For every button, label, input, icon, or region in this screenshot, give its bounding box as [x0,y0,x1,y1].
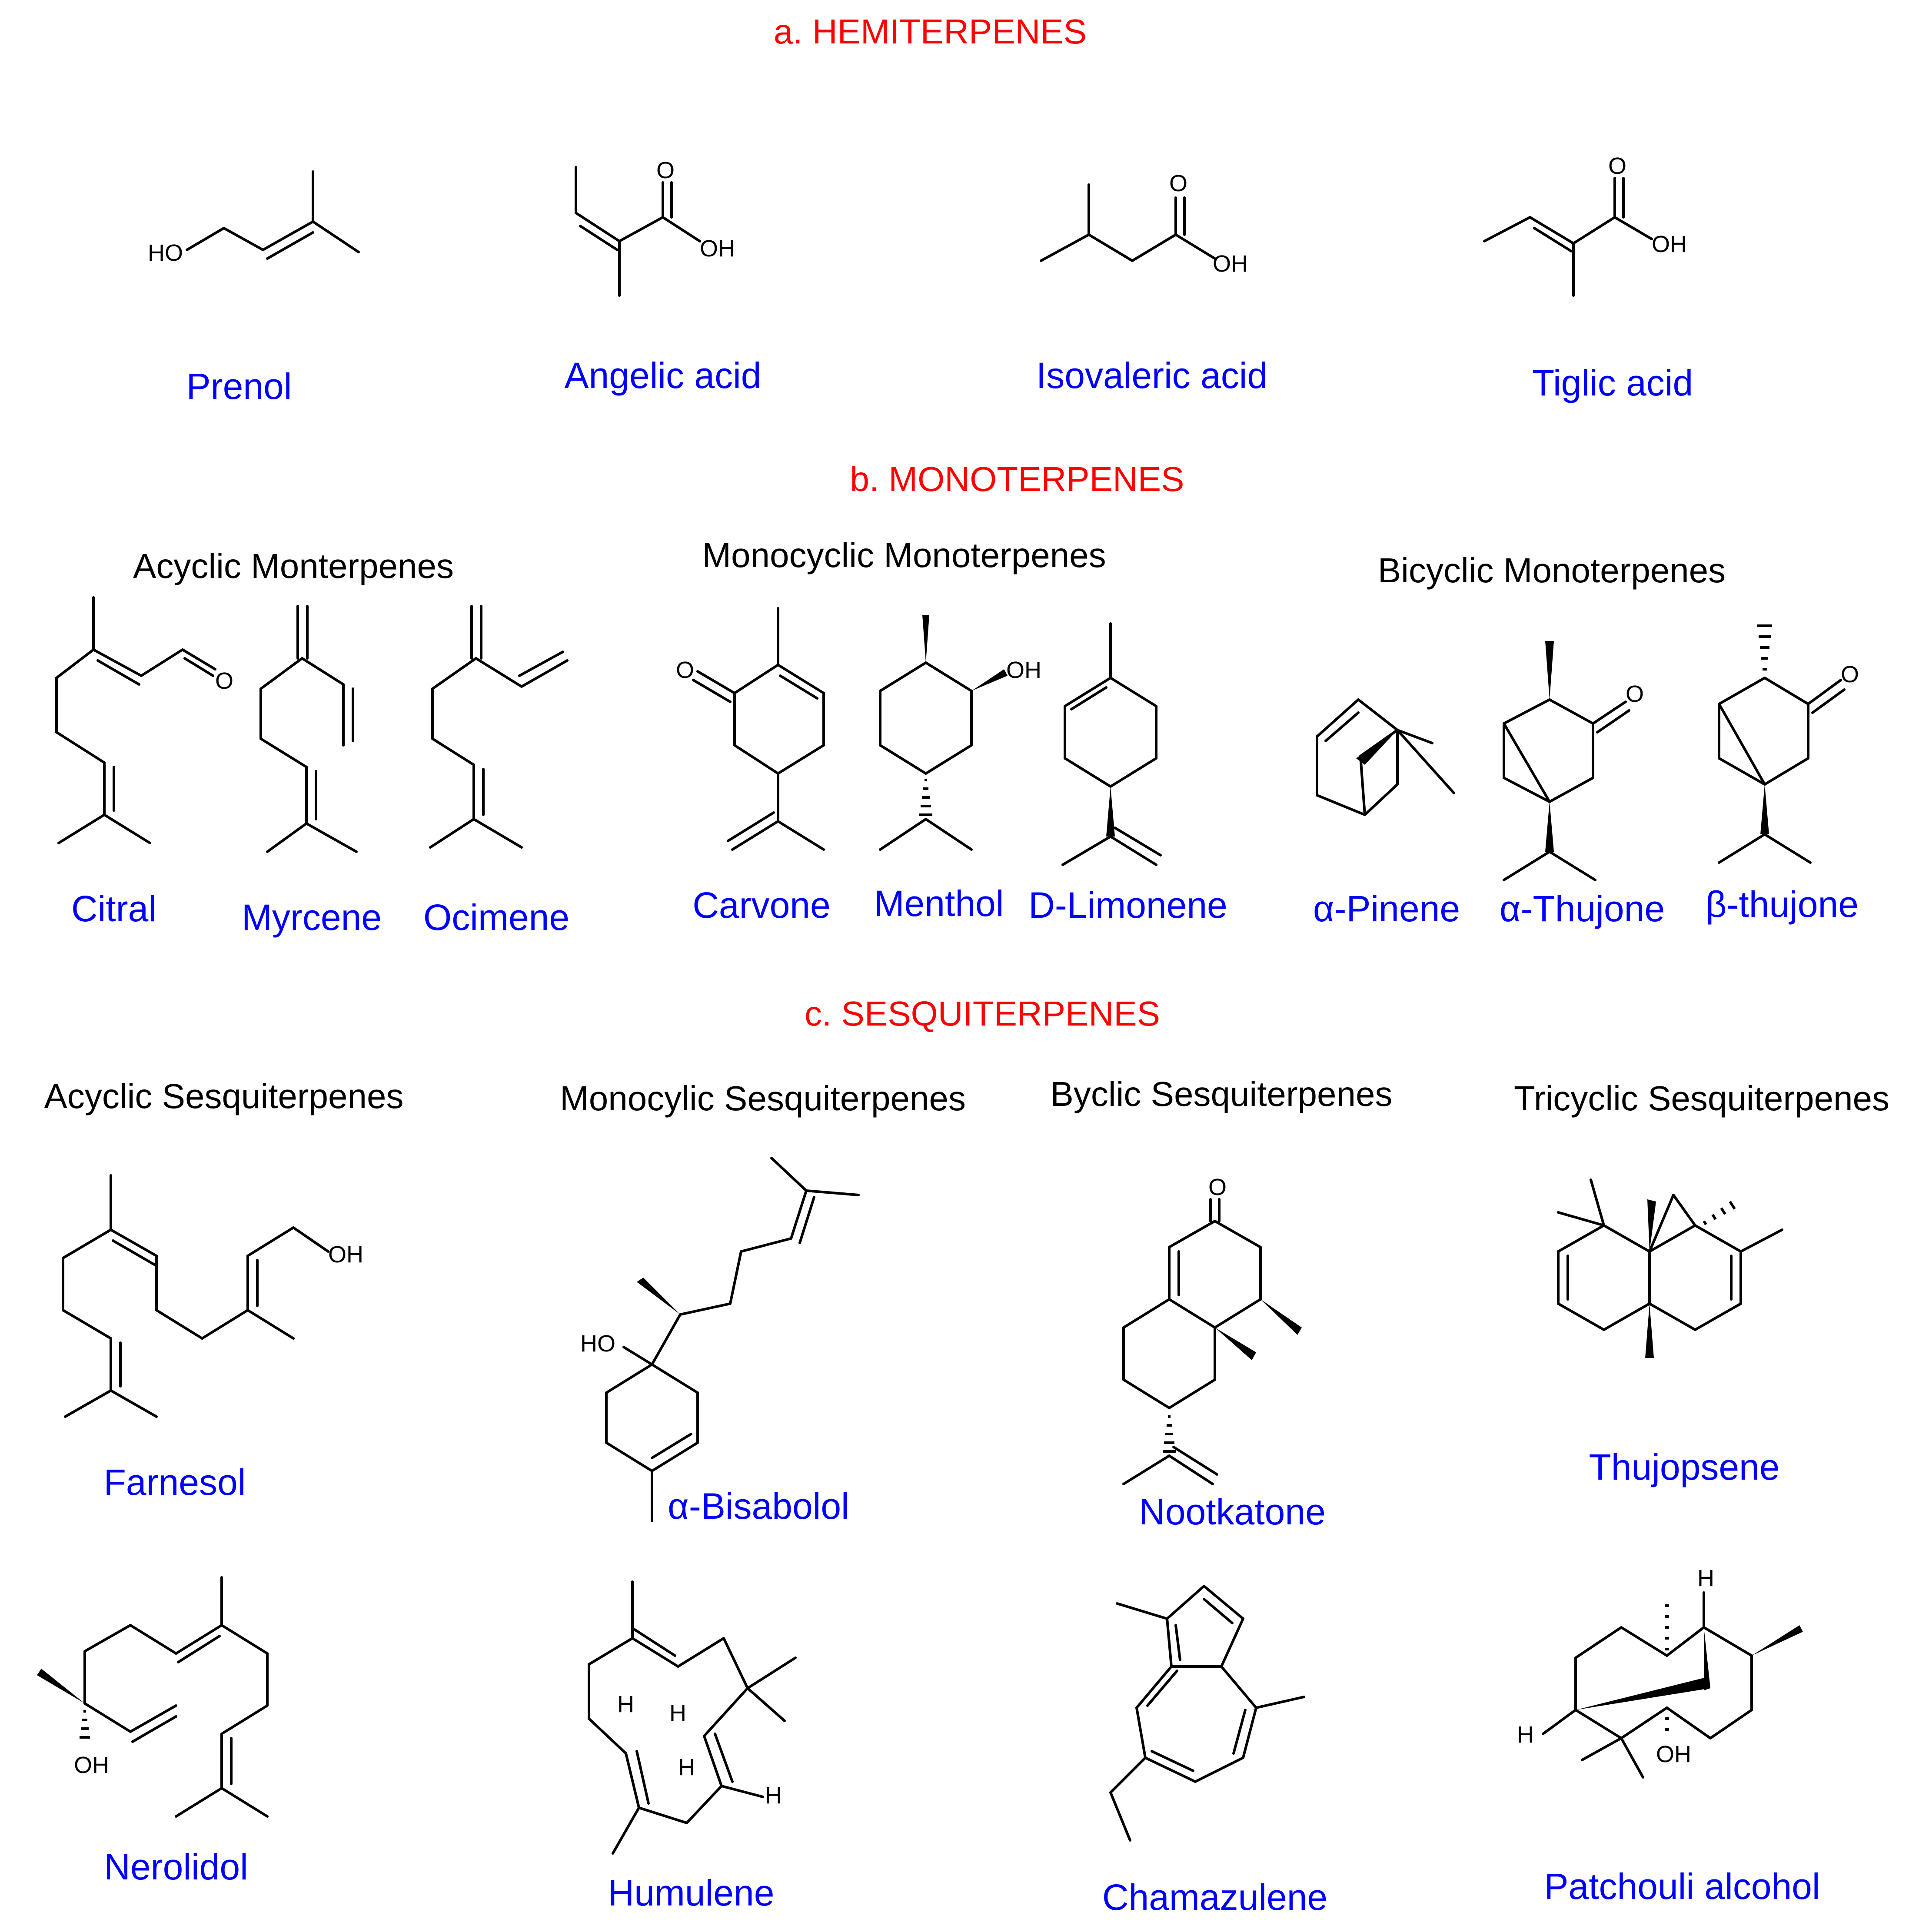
atom-label-farnesol-oh: OH [328,1242,363,1268]
atom-label-tiglic-o: O [1608,153,1626,179]
compound-name-prenol: Prenol [186,366,292,407]
subtitle-acyclic-sesquiterpenes: Acyclic Sesquiterpenes [44,1077,403,1115]
structure-nerolidol [83,1576,269,1818]
structure-prenol [186,170,360,260]
structure-chamazulene [1109,1585,1305,1842]
wedge-bond [1356,730,1397,765]
atom-label-nerolidol-oh: OH [74,1752,109,1778]
atom-label-angelic-o: O [656,157,675,183]
atom-label-isovaleric-o: O [1169,170,1187,196]
compound-name-alpha-bisabolol: α-Bisabolol [668,1486,849,1527]
wedge-bond [37,1669,85,1703]
compound-name-carvone: Carvone [692,885,831,926]
atom-label-beta-thujone-o: O [1841,661,1859,687]
structure-ocimene [429,605,569,849]
subtitle-bicyclic-sesquiterpenes: Byclic Sesquiterpenes [1050,1075,1392,1113]
subtitle-acyclic-monoterpenes: Acyclic Monterpenes [133,547,454,585]
atom-label-menthol-oh: OH [1006,657,1041,683]
section-title-hemiterpenes: a. HEMITERPENES [774,12,1087,51]
structure-nootkatone [1122,1198,1262,1485]
wedge-bond [637,1278,680,1315]
structure-isovaleric-acid [1040,183,1216,262]
structure-citral [55,596,216,844]
wedge-bond [922,615,929,663]
wedge-bond [1215,1328,1256,1360]
subtitle-tricyclic-sesquiterpenes: Tricyclic Sesquiterpenes [1514,1079,1889,1118]
wedge-bond [1645,1304,1654,1358]
atom-label-angelic-oh: OH [700,236,735,262]
hash-bond [1665,1604,1669,1731]
subtitle-bicyclic-monoterpenes: Bicyclic Monoterpenes [1378,551,1726,590]
compound-name-angelic-acid: Angelic acid [565,355,762,396]
atom-label-patchouli-h-left: H [1517,1722,1534,1748]
atom-label-humulene-h2: H [669,1700,686,1726]
compound-name-beta-thujone: β-thujone [1706,884,1859,925]
wedge-bond [1260,1299,1302,1335]
atom-label-patchouli-oh: OH [1656,1741,1691,1767]
compound-name-chamazulene: Chamazulene [1102,1877,1327,1918]
atom-label-tiglic-oh: OH [1652,231,1687,257]
compound-name-ocimene: Ocimene [423,897,569,938]
wedge-bond [1760,784,1769,834]
wedge-bond [1545,802,1554,852]
structure-beta-thujone [1718,677,1846,864]
compound-name-tiglic-acid: Tiglic acid [1532,362,1693,403]
hash-bond [80,1710,90,1739]
structure-alpha-bisabolol [605,1157,860,1522]
structure-thujopsene [1557,1178,1783,1331]
subtitle-monocyclic-sesquiterpenes: Monocylic Sesquiterpenes [560,1079,966,1118]
hash-bond [1757,624,1772,671]
structure-angelic-acid [575,166,701,297]
hash-bond [1163,1415,1176,1453]
structure-tiglic-acid [1483,177,1653,297]
atom-label-patchouli-h-top: H [1697,1565,1714,1591]
atom-label-citral-o: O [215,668,233,694]
atom-label-isovaleric-oh: OH [1213,251,1248,277]
wedge-bond [1704,1627,1710,1690]
compound-name-alpha-pinene: α-Pinene [1313,888,1460,929]
structure-alpha-pinene [1316,698,1455,816]
structure-patchouli-alcohol [1542,1591,1753,1779]
wedge-bond [1576,1677,1710,1710]
structure-d-limonene [1061,622,1162,866]
compound-name-nootkatone: Nootkatone [1139,1491,1326,1532]
hash-bond [919,779,932,816]
compound-name-alpha-thujone: α-Thujone [1500,888,1665,929]
wedge-bond [971,669,1008,691]
structure-humulene [588,1580,797,1855]
atom-label-humulene-h1: H [617,1691,634,1717]
structure-alpha-thujone [1503,698,1630,881]
atom-label-nootkatone-o: O [1208,1174,1227,1200]
atom-label-prenol-ho: HO [148,240,183,266]
compound-name-nerolidol: Nerolidol [104,1846,248,1887]
structure-farnesol [62,1174,329,1418]
atom-label-bisabolol-ho: HO [580,1331,615,1357]
section-title-monoterpenes: b. MONOTERPENES [850,460,1184,498]
atom-label-humulene-h4: H [765,1783,782,1809]
atom-label-humulene-h3: H [678,1754,695,1780]
atom-label-alpha-thujone-o: O [1626,681,1644,707]
subtitle-monocyclic-monoterpenes: Monocyclic Monoterpenes [702,536,1106,574]
compound-name-thujopsene: Thujopsene [1589,1447,1780,1487]
structure-menthol [879,661,973,851]
atom-label-carvone-o: O [676,657,694,683]
wedge-bond [1647,1199,1656,1251]
structure-carvone [692,607,825,851]
structure-myrcene [259,605,358,853]
compound-name-humulene: Humulene [608,1872,775,1913]
wedge-bond [1106,787,1115,837]
compound-name-isovaleric-acid: Isovaleric acid [1036,355,1267,396]
compound-name-patchouli-alcohol: Patchouli alcohol [1544,1866,1820,1907]
compound-name-citral: Citral [71,888,156,929]
compound-name-d-limonene: D-Limonene [1028,885,1227,926]
wedge-bond [1545,641,1554,700]
compound-name-farnesol: Farnesol [104,1462,246,1503]
hash-bond [1703,1201,1736,1225]
compound-name-menthol: Menthol [874,883,1004,924]
wedge-bond [1752,1625,1803,1656]
section-title-sesquiterpenes: c. SESQUITERPENES [805,994,1160,1033]
compound-name-myrcene: Myrcene [242,897,382,938]
